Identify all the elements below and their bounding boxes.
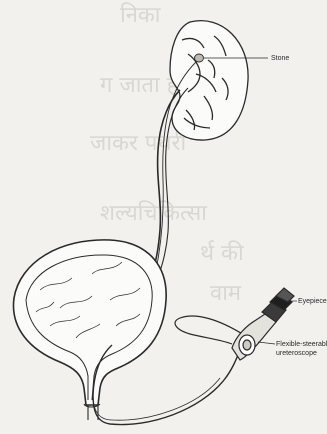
bladder [13,240,166,405]
scope-external-tube-inner [93,378,220,420]
ghost-text-line-1: निका [120,2,161,28]
ghost-text-line-5: र्थ की [200,240,244,266]
ghost-text-line-3: जाकर पथरी [90,130,186,156]
ghost-text-line-6: वाम [210,281,242,306]
ureteroscope-label-line-1: Flexible-steerable [276,341,327,349]
ghost-text-line-2: ग जाता है [100,72,179,98]
ghost-text-line-4: शल्यचिकित्सा [100,200,207,226]
eyepiece-label: Eyepiece [298,298,327,306]
ureteroscope-label-line-2: ureteroscope [276,350,317,358]
scope-cable-loop [175,316,244,344]
scope-leader [258,342,275,344]
stone-label: Stone [271,55,289,63]
